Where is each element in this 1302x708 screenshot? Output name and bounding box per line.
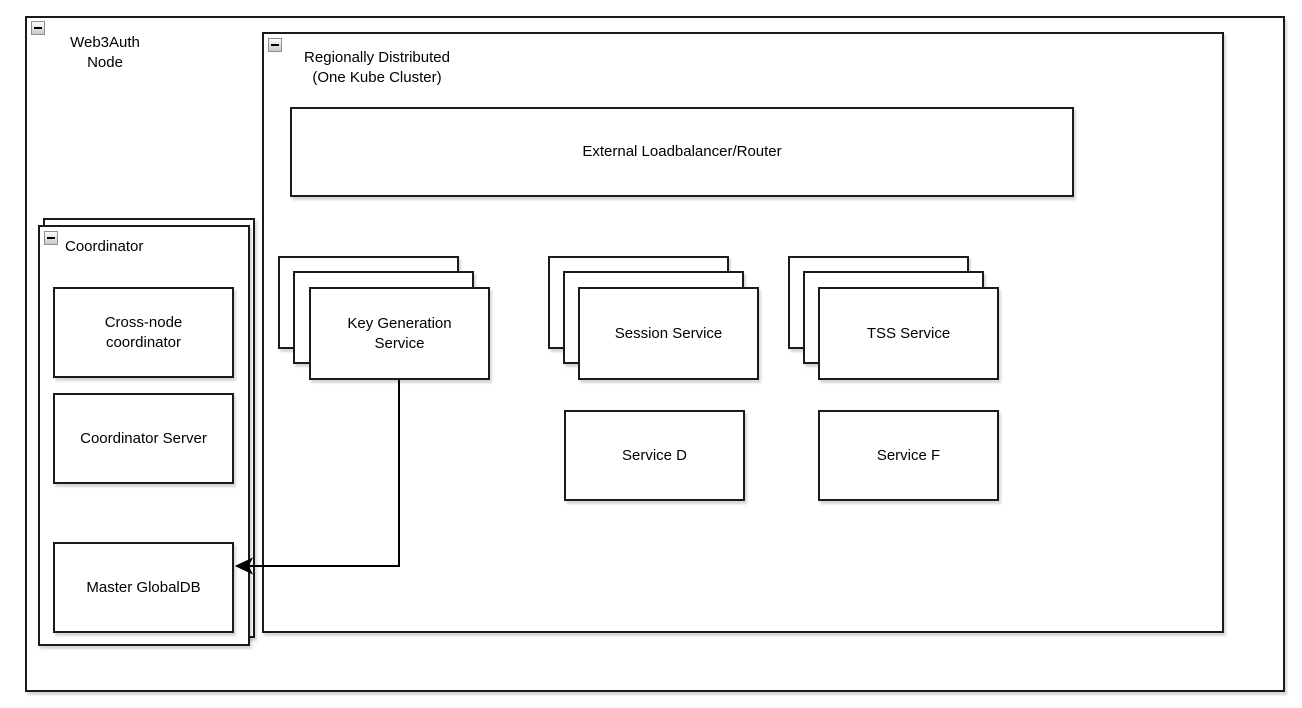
collapse-minus-icon[interactable] xyxy=(31,21,45,35)
node-service-d[interactable]: Service D xyxy=(564,410,745,501)
collapse-minus-icon[interactable] xyxy=(44,231,58,245)
tss-service-label: TSS Service xyxy=(866,324,951,342)
service-d-label: Service D xyxy=(621,446,688,464)
session-service-label: Session Service xyxy=(614,324,723,342)
node-external-loadbalancer[interactable]: External Loadbalancer/Router xyxy=(290,107,1074,197)
node-session-service[interactable]: Session Service xyxy=(578,287,759,380)
web3auth-node-label: Web3Auth Node xyxy=(70,34,140,71)
node-coordinator-server[interactable]: Coordinator Server xyxy=(53,393,234,484)
node-service-f[interactable]: Service F xyxy=(818,410,999,501)
node-key-generation-service[interactable]: Key Generation Service xyxy=(309,287,490,380)
coordinator-label: Coordinator xyxy=(65,238,144,255)
key-generation-service-label: Key Generation Service xyxy=(347,314,452,352)
service-f-label: Service F xyxy=(876,446,941,464)
node-cross-node-coordinator[interactable]: Cross-node coordinator xyxy=(53,287,234,378)
regionally-distributed-label: Regionally Distributed (One Kube Cluster… xyxy=(304,49,450,86)
cross-node-coordinator-label: Cross-node coordinator xyxy=(104,313,183,351)
external-loadbalancer-label: External Loadbalancer/Router xyxy=(582,143,782,160)
node-tss-service[interactable]: TSS Service xyxy=(818,287,999,380)
node-master-globaldb[interactable]: Master GlobalDB xyxy=(53,542,234,633)
master-globaldb-label: Master GlobalDB xyxy=(86,578,201,596)
coordinator-server-label: Coordinator Server xyxy=(80,429,207,447)
collapse-minus-icon[interactable] xyxy=(268,38,282,52)
